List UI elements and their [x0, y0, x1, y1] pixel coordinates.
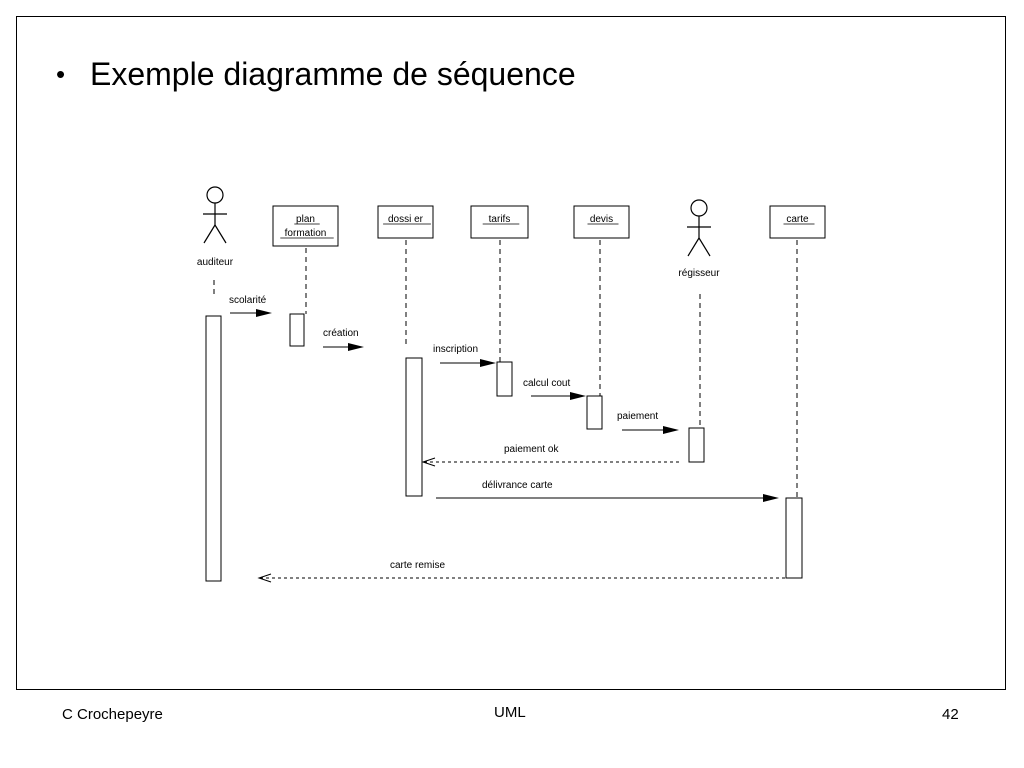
object-label: carte [786, 214, 809, 225]
activation-bar [205, 315, 222, 582]
activation-bar [289, 313, 305, 347]
message-label: inscription [433, 344, 478, 355]
activation-bar [688, 427, 705, 463]
open-arrowhead-icon [257, 573, 272, 583]
object-box [769, 205, 826, 239]
object-box [573, 205, 630, 239]
message-label: délivrance carte [482, 480, 553, 491]
actor-label: auditeur [197, 257, 234, 268]
activation-bar [785, 497, 803, 579]
slide-frame [16, 16, 1006, 690]
object-label: tarifs [489, 214, 511, 225]
slide-title-text: Exemple diagramme de séquence [90, 56, 576, 92]
object-label: devis [590, 214, 613, 225]
arrowhead-icon [348, 343, 364, 351]
object-label: dossi er [388, 214, 424, 225]
arrowhead-icon [663, 426, 679, 434]
actor-head [206, 186, 224, 204]
actor-head [690, 199, 708, 217]
message-label: paiement [617, 411, 658, 422]
arrowhead-icon [480, 359, 496, 367]
object-box [272, 205, 339, 247]
activation-bar [496, 361, 513, 397]
object-box [470, 205, 529, 239]
arrowhead-icon [256, 309, 272, 317]
arrowhead-icon [570, 392, 586, 400]
actor-leg [203, 224, 216, 244]
object-label: formation [285, 228, 327, 239]
activation-bar [586, 395, 603, 430]
message-label: scolarité [229, 295, 267, 306]
actor-label: régisseur [678, 268, 720, 279]
slide-title: • Exemple diagramme de séquence [56, 56, 576, 93]
bullet-icon: • [56, 59, 66, 89]
object-box [377, 205, 434, 239]
message-label: création [323, 328, 359, 339]
actor-icon [687, 199, 711, 257]
open-arrowhead-icon [421, 457, 436, 467]
footer-author: C Crochepeyre [62, 706, 163, 723]
message-label: paiement ok [504, 444, 559, 455]
actor-leg [214, 224, 227, 244]
actor-icon [203, 186, 227, 244]
object-label: plan [296, 214, 315, 225]
activation-bar [405, 357, 423, 497]
arrowhead-icon [763, 494, 779, 502]
actor-leg [687, 237, 700, 257]
actor-leg [698, 237, 711, 257]
footer-page-number: 42 [942, 706, 959, 723]
message-label: calcul cout [523, 378, 570, 389]
footer-subject: UML [494, 704, 526, 721]
message-label: carte remise [390, 560, 445, 571]
